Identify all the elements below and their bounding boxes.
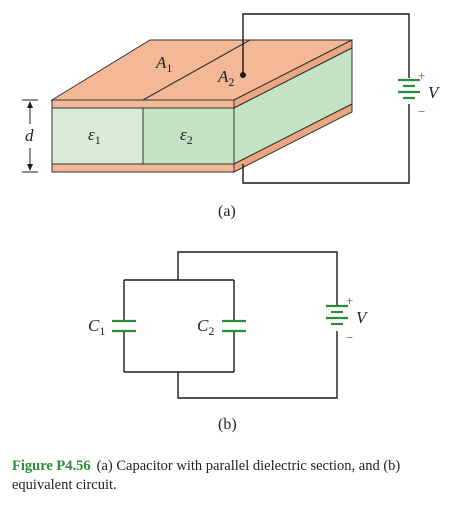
panel-label-b: (b)	[218, 416, 237, 433]
battery-b-minus: −	[346, 330, 353, 345]
side-bottom-plate	[233, 103, 353, 173]
circuit-a-wires	[242, 13, 410, 184]
front-top-plate	[51, 99, 235, 109]
label-eps1: ε1	[88, 125, 101, 147]
top-plate-divider	[142, 39, 251, 101]
label-a1: A1	[155, 53, 172, 75]
dielectric-1-front	[51, 107, 144, 165]
caption-text: (a) Capacitor with parallel dielectric s…	[12, 458, 401, 493]
figure-caption: Figure P4.56(a) Capacitor with parallel …	[12, 457, 452, 495]
battery-a-plus: +	[418, 68, 425, 83]
label-c1: C1	[88, 316, 105, 338]
battery-a-minus: −	[418, 104, 425, 119]
capacitor-3d	[50, 39, 353, 173]
circuit-b-wires	[123, 251, 338, 399]
panel-label-a: (a)	[218, 203, 236, 220]
battery-b	[326, 304, 348, 326]
battery-b-plus: +	[346, 293, 353, 308]
plate-contact-dot	[240, 72, 246, 78]
label-d: d	[25, 126, 34, 145]
label-c2: C2	[197, 316, 214, 338]
battery-a-label: V	[428, 83, 441, 102]
capacitor-c2	[222, 319, 246, 333]
battery-b-label: V	[356, 308, 369, 327]
battery-a	[398, 78, 420, 100]
figure-number: Figure P4.56	[12, 458, 91, 474]
label-eps2: ε2	[180, 125, 193, 147]
front-bottom-plate	[51, 163, 235, 173]
thickness-dimension	[22, 99, 38, 173]
capacitor-c1	[112, 319, 136, 333]
label-a2: A2	[217, 67, 234, 89]
